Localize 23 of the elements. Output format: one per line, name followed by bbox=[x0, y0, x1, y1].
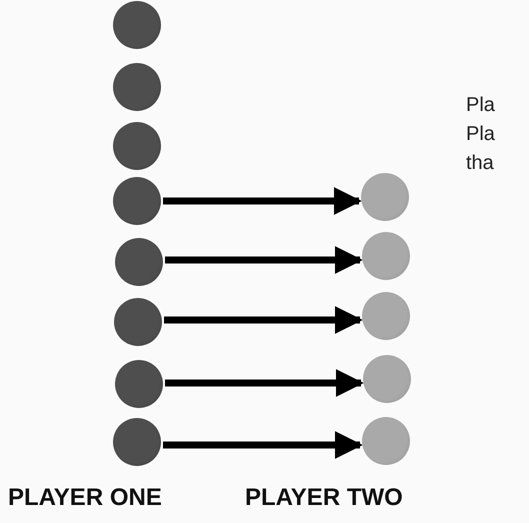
arrow bbox=[165, 246, 363, 274]
disc bbox=[362, 417, 410, 465]
disc bbox=[113, 177, 161, 225]
disc bbox=[113, 122, 161, 170]
disc bbox=[115, 360, 163, 408]
arrow bbox=[165, 369, 364, 397]
disc bbox=[115, 238, 163, 286]
column-heading: PLAYER ONE bbox=[8, 484, 162, 512]
disc bbox=[361, 173, 409, 221]
disc bbox=[113, 63, 161, 111]
disc bbox=[362, 292, 410, 340]
arrow bbox=[164, 306, 363, 334]
text-fragment: tha bbox=[466, 152, 494, 175]
disc bbox=[114, 298, 162, 346]
column-heading: PLAYER TWO bbox=[245, 484, 403, 512]
disc bbox=[363, 355, 411, 403]
text-fragment: Pla bbox=[466, 123, 495, 146]
text-fragment: Pla bbox=[466, 94, 495, 117]
disc bbox=[362, 232, 410, 280]
arrow bbox=[163, 431, 363, 459]
arrow bbox=[163, 187, 362, 215]
disc bbox=[113, 1, 161, 49]
disc bbox=[113, 418, 161, 466]
